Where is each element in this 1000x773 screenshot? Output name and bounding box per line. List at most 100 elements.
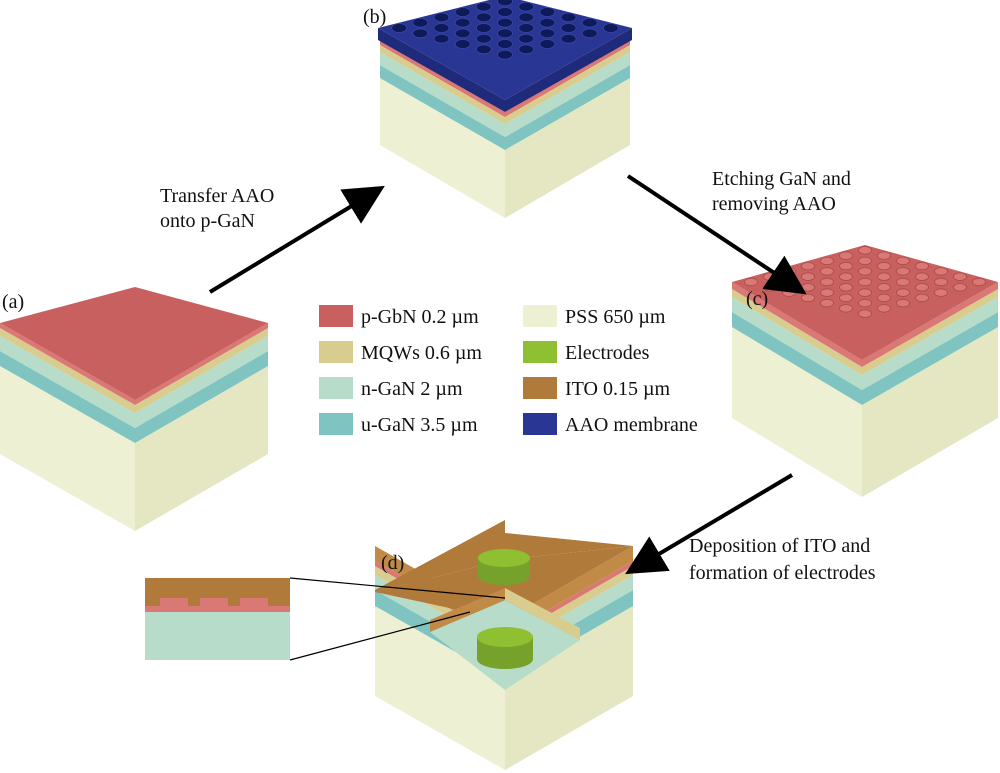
block-b-ngan-left [380, 52, 505, 137]
pgan-nanopillar [801, 293, 815, 303]
cross-section-inset [145, 577, 506, 661]
aao-pore [475, 33, 492, 44]
inset-connector-bottom [289, 611, 471, 661]
block-a-pgan-left [0, 323, 135, 405]
block-a-mqws-right [135, 328, 268, 413]
aao-pore [539, 7, 556, 17]
inset-pss [145, 635, 290, 660]
aao-pore [539, 17, 556, 28]
pgan-nanopillar [934, 267, 948, 276]
aao-pore [497, 28, 513, 39]
block-a [0, 287, 268, 531]
pgan-nanopillar [839, 251, 853, 260]
legend-swatch-p-gan [319, 305, 353, 327]
p-electrode-bottom [478, 567, 530, 585]
pgan-nanopillar [858, 309, 872, 318]
step-etching-line2: removing AAO [712, 193, 836, 215]
block-b-mqws-left [380, 45, 505, 124]
aao-pore [602, 23, 619, 33]
block-d-pss-left [375, 606, 505, 770]
pgan-nanopillar [877, 251, 891, 260]
n-electrode-top [477, 627, 533, 647]
block-a-pgan-right [135, 323, 268, 405]
block-c-mqws-left [732, 289, 862, 375]
aao-pore [518, 12, 535, 23]
pgan-nanopillar [839, 293, 853, 303]
aao-pore [433, 12, 450, 23]
pgan-nanopillar [801, 261, 815, 271]
aao-pore [518, 23, 535, 33]
block-a-mqws-left [0, 328, 135, 413]
aao-pore [454, 7, 471, 17]
aao-pore [497, 0, 513, 7]
block-d [375, 520, 633, 770]
pgan-nanopillar [820, 256, 834, 266]
legend-swatch-u-gan [319, 413, 353, 435]
block-c-ngan-right [862, 297, 998, 390]
aao-pore [475, 12, 492, 23]
aao-pore [412, 17, 429, 28]
arrow-a-to-b [208, 185, 385, 294]
inset-pgan-bump-3 [240, 598, 268, 608]
block-b-aao-right [505, 28, 632, 112]
pgan-nanopillar [858, 267, 872, 276]
aao-pore [518, 1, 535, 12]
block-a-ngan-right [135, 336, 268, 428]
pgan-nanopillar [915, 272, 929, 281]
aao-pore [581, 28, 598, 39]
pgan-nanopillar [858, 288, 872, 297]
block-b-pgan-left [380, 40, 505, 117]
aao-pore [497, 17, 513, 28]
legend-label-mqws: MQWs 0.6 µm [361, 342, 482, 364]
pgan-nanopillar [896, 277, 910, 287]
legend-swatch-electrodes [523, 341, 557, 363]
legend-label-pss: PSS 650 µm [565, 306, 666, 328]
aao-pore [497, 7, 513, 17]
legend-label-p-gan: p-GbN 0.2 µm [361, 306, 479, 328]
block-a-ngan-left [0, 336, 135, 428]
panel-label-d: (d) [381, 552, 404, 574]
inset-connector-top [289, 577, 506, 599]
inset-pgan-base [145, 606, 290, 612]
block-d-mesa-cut-wall-left [430, 588, 505, 632]
legend-swatch-mqws [319, 341, 353, 363]
inset-pgan-bump-1 [160, 598, 188, 608]
block-c-ugan-right [862, 312, 998, 405]
pgan-nanopillar [972, 277, 986, 287]
pgan-nanopillar [934, 277, 948, 287]
aao-pore [433, 23, 450, 33]
block-c-mqws-right [862, 289, 998, 375]
block-c-pgan-left [732, 282, 862, 367]
pgan-nanopillar [896, 256, 910, 266]
pgan-nanopillar [877, 272, 891, 281]
pgan-nanopillar [801, 283, 815, 292]
block-b-ngan-right [505, 52, 630, 137]
aao-pore [539, 28, 556, 39]
block-b-aao-left [378, 28, 505, 112]
block-b-pgan-right [505, 40, 630, 117]
n-electrode-bottom [477, 649, 533, 669]
block-c-pgan-right [862, 282, 998, 367]
panel-label-a: (a) [2, 291, 24, 313]
pgan-nanopillar [953, 283, 967, 292]
aao-pore [475, 23, 492, 33]
block-b-mqws-right [505, 45, 630, 124]
pgan-nanopillar [896, 267, 910, 276]
pgan-nanopillar [896, 288, 910, 297]
pgan-nanopillar [839, 304, 853, 313]
pgan-nanopillar [877, 261, 891, 271]
legend-label-ito: ITO 0.15 µm [565, 378, 670, 400]
block-a-pss-left [0, 366, 135, 531]
block-c [732, 245, 998, 497]
aao-pore [560, 12, 577, 23]
aao-pore [518, 44, 535, 55]
pgan-nanopillar [839, 272, 853, 281]
block-d-mesa-cut-wall-right [505, 588, 580, 640]
block-b [378, 0, 632, 218]
pgan-nanopillar [782, 267, 796, 276]
aao-pore [518, 33, 535, 44]
pgan-nanopillar [915, 293, 929, 303]
aao-pore [560, 33, 577, 44]
step-deposition-line2: formation of electrodes [689, 562, 876, 584]
aao-pore [454, 17, 471, 28]
